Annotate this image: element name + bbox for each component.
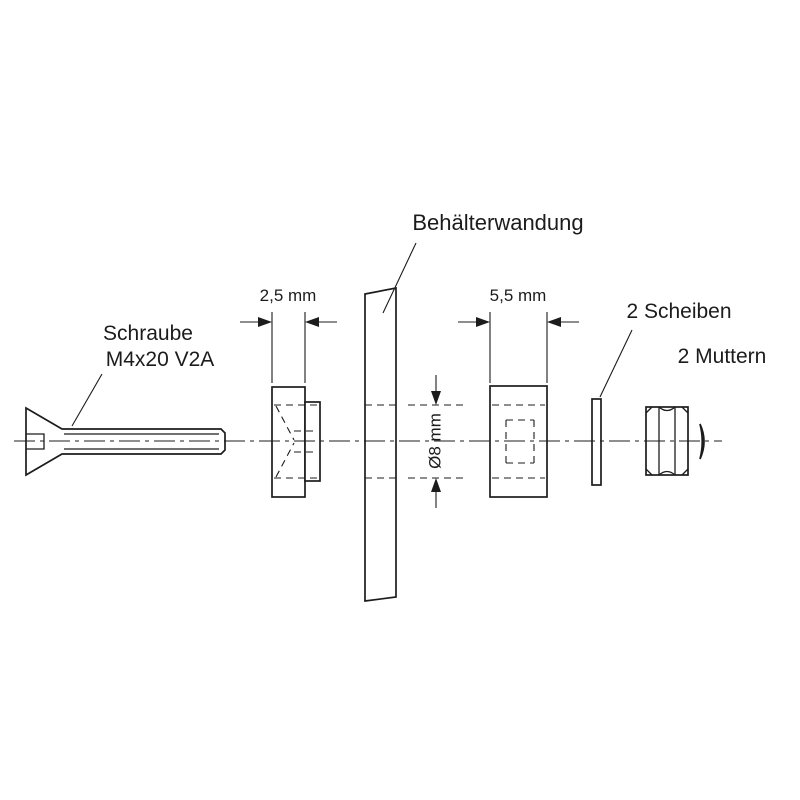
container-wall-outline — [364, 286, 397, 602]
leader-wall — [382, 242, 417, 314]
leader-screw — [71, 373, 103, 427]
label-wall: Behälterwandung — [412, 210, 583, 235]
washer — [591, 398, 602, 486]
dim-label-5-5mm: 5,5 mm — [490, 286, 547, 305]
washer-outline — [591, 398, 602, 486]
dimension-5-5mm: 5,5 mm — [458, 286, 579, 383]
nut-corner-bottom-right — [681, 468, 689, 476]
arrowhead-left-icon — [547, 317, 561, 327]
arrowhead-right-icon — [476, 317, 490, 327]
label-screw-line1: Schraube — [103, 322, 193, 345]
leader-washer — [599, 329, 633, 398]
label-nuts: 2 Muttern — [678, 345, 767, 368]
arrowhead-left-icon — [305, 317, 319, 327]
arrowhead-right-icon — [258, 317, 272, 327]
nut-chamfer-arc-bottom — [658, 470, 676, 476]
container-wall — [364, 286, 397, 602]
dimension-2-5mm: 2,5 mm — [240, 286, 337, 383]
second-nut-edge — [699, 423, 705, 460]
dim-label-2-5mm: 2,5 mm — [260, 286, 317, 305]
nut-corner-top-right — [681, 406, 689, 414]
spacer-left — [271, 386, 321, 498]
spacer-left-countersink-lower — [275, 442, 295, 478]
label-washers: 2 Scheiben — [626, 300, 731, 323]
nut-corner-bottom-left — [645, 468, 653, 476]
spacer-left-flange — [271, 386, 306, 498]
arrowhead-down-icon — [431, 391, 441, 405]
label-screw-line2: M4x20 V2A — [106, 348, 215, 371]
nut-corner-top-left — [645, 406, 653, 414]
arrowhead-up-icon — [431, 478, 441, 492]
nut-chamfer-arc-top — [658, 406, 676, 412]
spacer-left-countersink-upper — [275, 405, 295, 441]
